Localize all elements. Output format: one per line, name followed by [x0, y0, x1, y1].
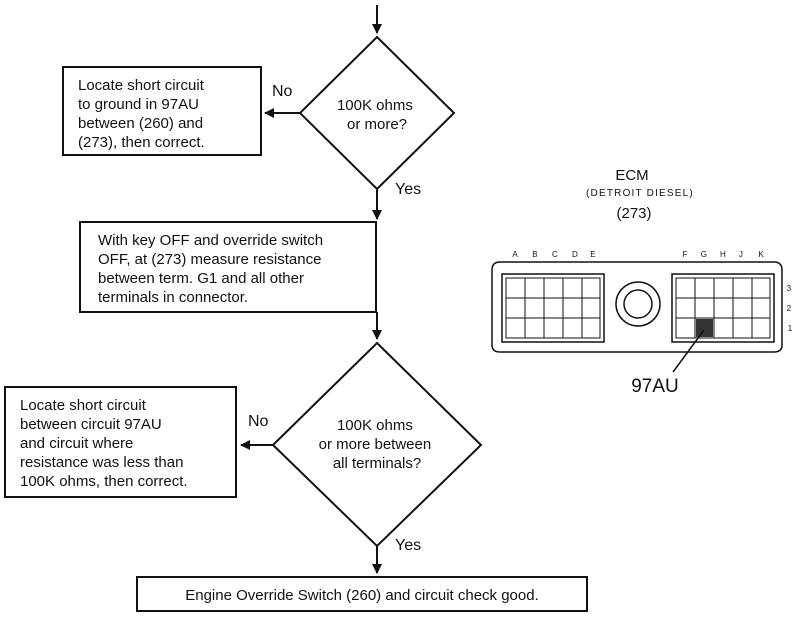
yes-label-1: Yes [395, 181, 421, 198]
column-label: B [532, 250, 537, 259]
measure-step-line: terminals in connector. [98, 289, 248, 306]
measure-step-line: With key OFF and override switch [98, 232, 323, 249]
svg-text:3 2 1: 3 2 1 [787, 284, 794, 333]
right-terminal-block [671, 273, 775, 343]
row-label: 2 [787, 304, 792, 313]
column-label: E [590, 250, 595, 259]
row-label: 1 [788, 324, 793, 333]
measure-step-box [79, 221, 377, 313]
no-action1-line: (273), then correct. [78, 134, 205, 151]
ecm-connector-diagram: ECM (DETROIT DIESEL) (273) [491, 167, 794, 397]
decision1-line: 100K ohms [337, 97, 413, 114]
column-label: A [512, 250, 518, 259]
row-label: 3 [787, 284, 792, 293]
column-label: H [720, 250, 726, 259]
decision1-line: or more? [347, 116, 407, 133]
svg-text:A B C D: A B C D E F G H J K [512, 250, 764, 259]
connector-subtitle: (DETROIT DIESEL) [586, 188, 694, 199]
decision2-line: all terminals? [333, 455, 421, 472]
measure-step-line: between term. G1 and all other [98, 270, 304, 287]
no-action1-box [62, 66, 262, 156]
callout-leader [672, 329, 705, 373]
yes-label-2: Yes [395, 537, 421, 554]
column-label: C [552, 250, 558, 259]
no-action2-line: 100K ohms, then correct. [20, 473, 188, 490]
no-label-2: No [248, 413, 269, 430]
callout-label: 97AU [631, 376, 679, 397]
no-action1-line: between (260) and [78, 115, 203, 132]
result-box [136, 576, 588, 612]
no-action1-line: to ground in 97AU [78, 96, 199, 113]
svg-text:Locate short circuit betwe: Locate short circuit between circuit 97A… [20, 397, 188, 490]
svg-text:Locate short circuit to gr: Locate short circuit to ground in 97AU b… [78, 77, 208, 151]
no-action1-line: Locate short circuit [78, 77, 205, 94]
decision2-line: or more between [319, 436, 432, 453]
measure-step-line: OFF, at (273) measure resistance [98, 251, 321, 268]
result-text: Engine Override Switch (260) and circuit… [185, 587, 539, 604]
left-terminal-block [501, 273, 605, 343]
no-action2-box [4, 386, 237, 498]
column-label: G [701, 250, 707, 259]
column-label: J [739, 250, 743, 259]
terminal-g1-highlight [696, 319, 713, 337]
column-label: F [682, 250, 687, 259]
svg-text:With key OFF and override swit: With key OFF and override switch OFF, at… [98, 232, 327, 306]
connector-title: ECM [615, 167, 648, 184]
no-action2-line: and circuit where [20, 435, 133, 452]
connector-ref: (273) [616, 205, 651, 222]
decision2-line: 100K ohms [337, 417, 413, 434]
no-action2-line: resistance was less than [20, 454, 183, 471]
column-label: D [572, 250, 578, 259]
no-action2-line: Locate short circuit [20, 397, 147, 414]
svg-text:100K ohms or more?: 100K ohms or more? [337, 97, 417, 133]
no-action2-line: between circuit 97AU [20, 416, 162, 433]
column-label: K [758, 250, 764, 259]
no-label-1: No [272, 83, 293, 100]
svg-text:100K ohms or more between: 100K ohms or more between all terminals? [319, 417, 436, 472]
